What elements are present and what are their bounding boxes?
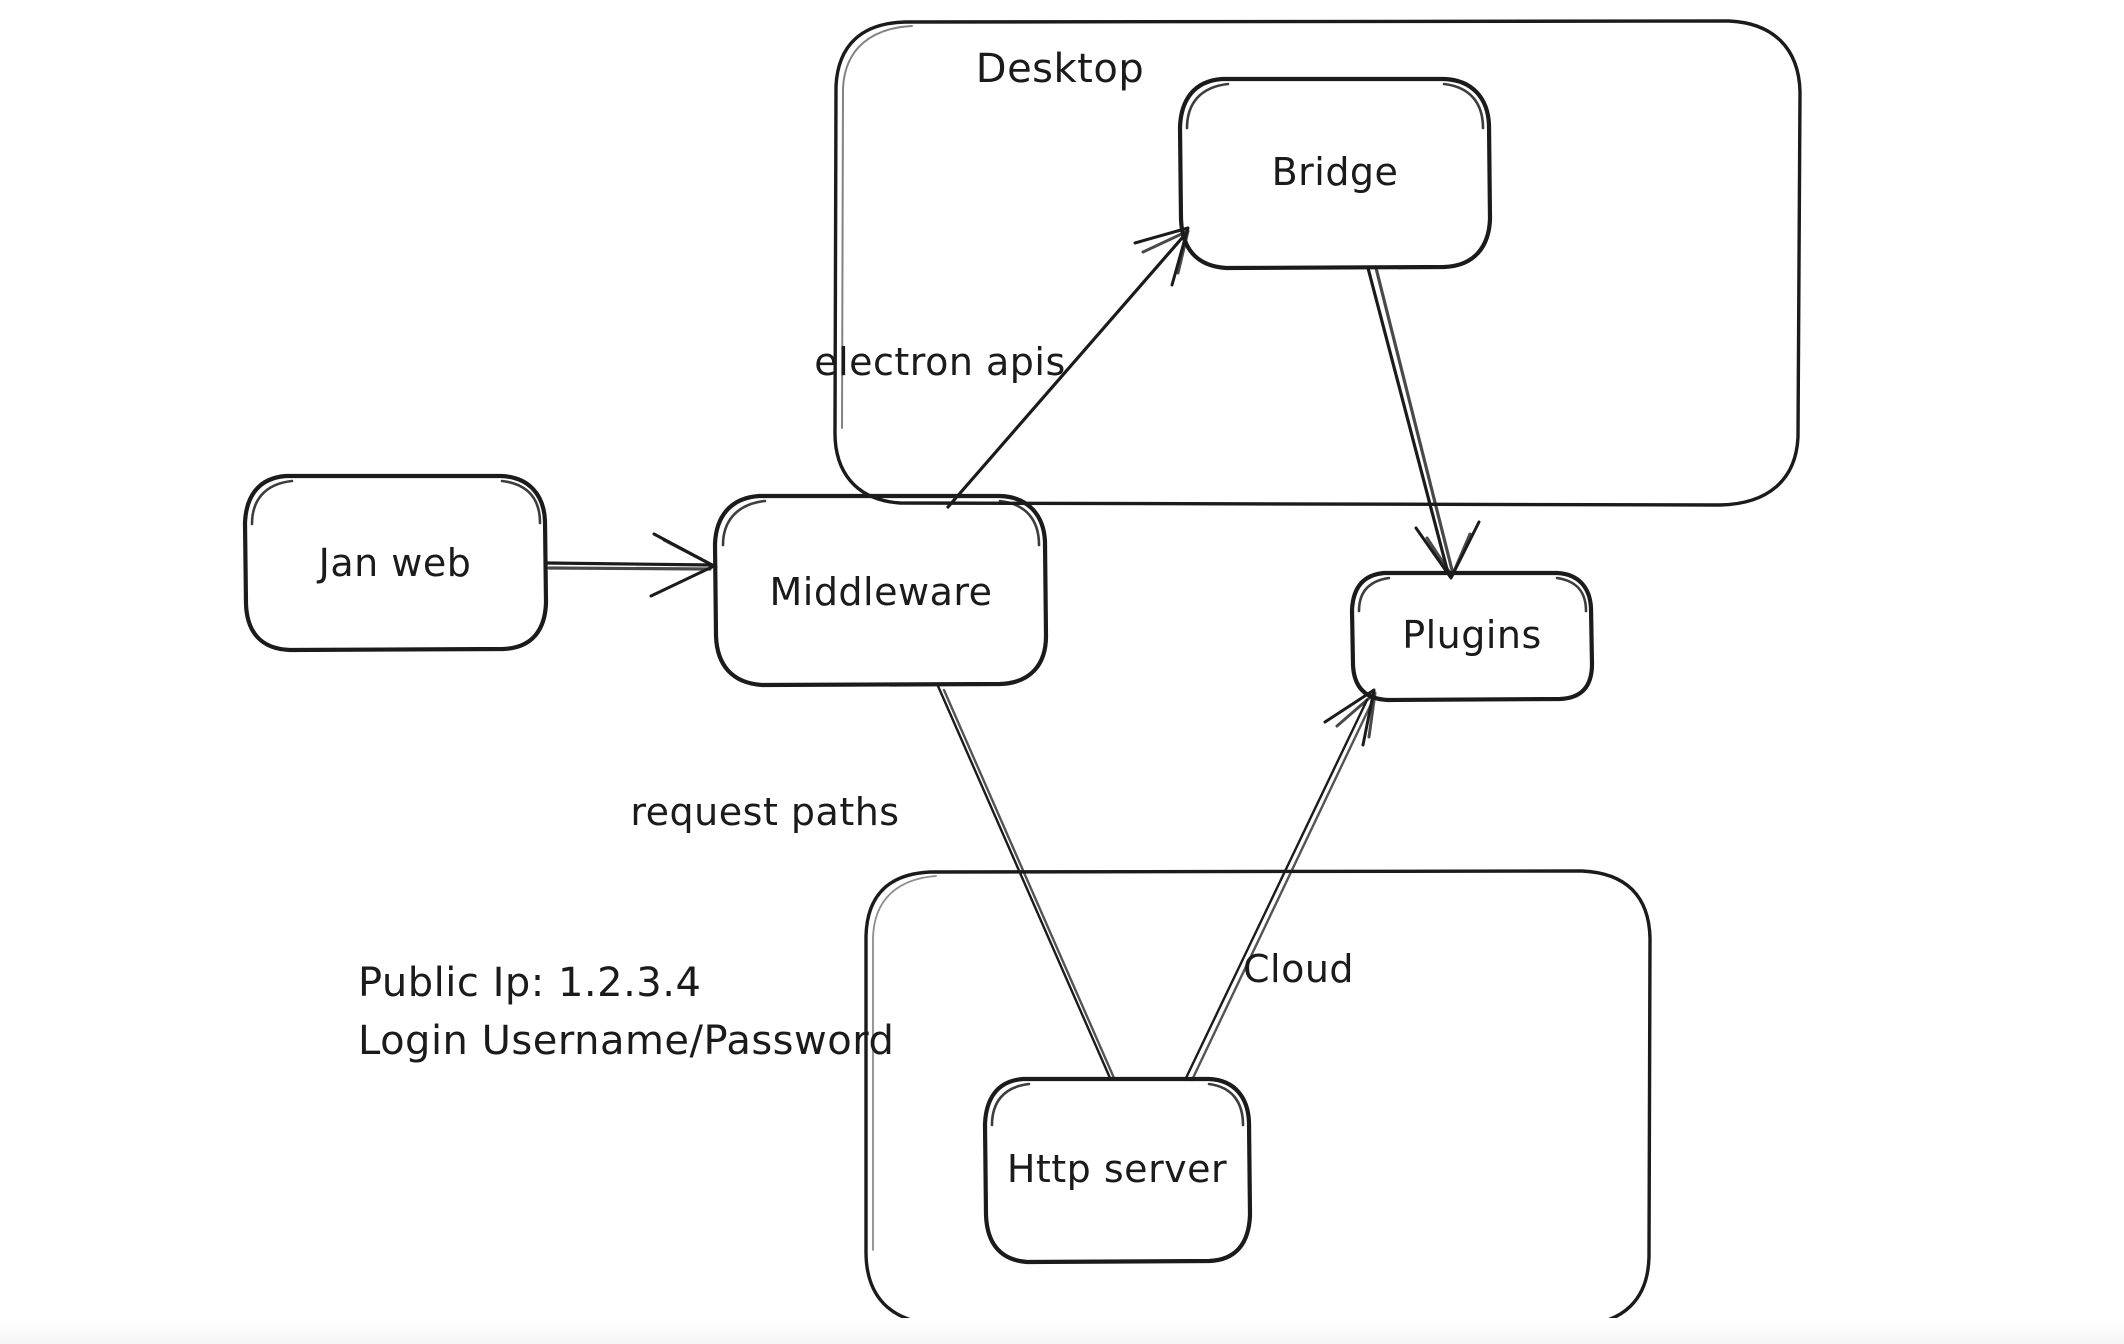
desktop-container-outline-echo [841,25,913,429]
node-plugins[interactable]: Plugins [1349,570,1595,703]
edge-bridge-to-plugins[interactable] [1366,266,1481,580]
middleware-httpserver-line [936,684,1112,1080]
httpserver-plugins-arrowhead-echo [1335,691,1377,739]
jan-web-label: Jan web [317,541,472,585]
janweb-middleware-line [545,561,714,567]
middleware-label: Middleware [769,570,992,614]
edge-janweb-to-middleware[interactable] [545,532,718,598]
middleware-box-echo [721,499,1041,547]
node-middleware[interactable]: Middleware [712,493,1049,688]
cloud-container-outline-echo [872,875,937,1251]
note-line-login: Login Username/Password [358,1018,894,1064]
middleware-httpserver-line-echo [942,688,1116,1080]
jan-web-box-echo [250,479,542,526]
edge-middleware-to-bridge[interactable]: electron apis [814,226,1190,509]
node-http-server[interactable]: Http server [982,1076,1253,1265]
bridge-box-echo [1185,82,1485,130]
middleware-box [712,493,1049,688]
bridge-label: Bridge [1272,150,1399,194]
jan-web-box [242,473,549,653]
bridge-plugins-line-echo [1374,266,1454,572]
edge-httpserver-to-plugins[interactable]: Cloud [1184,688,1377,1082]
note-line-public-ip: Public Ip: 1.2.3.4 [358,960,701,1006]
container-desktop[interactable]: Desktop [833,19,1802,507]
http-server-label: Http server [1007,1147,1227,1191]
janweb-middleware-arrowhead-echo [662,538,718,569]
janweb-middleware-line-echo [547,566,712,571]
note-public-ip: Public Ip: 1.2.3.4 Login Username/Passwo… [358,960,894,1064]
edge-label-electron-apis: electron apis [814,340,1066,384]
httpserver-plugins-arrowhead [1323,688,1376,747]
middleware-bridge-line [946,236,1184,509]
desktop-container-label: Desktop [976,46,1144,92]
httpserver-plugins-line-echo [1190,700,1374,1082]
desktop-container-outline [833,19,1802,507]
http-server-box [982,1076,1253,1265]
node-jan-web[interactable]: Jan web [242,473,549,653]
edge-label-cloud: Cloud [1243,947,1354,991]
bridge-plugins-line [1366,266,1450,575]
httpserver-plugins-line [1184,698,1369,1080]
plugins-box-echo [1357,576,1588,613]
edge-middleware-to-httpserver[interactable]: request paths [630,684,1116,1080]
bridge-plugins-arrowhead-echo [1425,532,1472,578]
http-server-box-echo [990,1082,1245,1127]
middleware-bridge-arrowhead-echo [1141,229,1190,275]
node-bridge[interactable]: Bridge [1177,76,1493,271]
middleware-bridge-arrowhead [1133,226,1190,287]
bridge-plugins-arrowhead [1414,520,1481,580]
bridge-box [1177,76,1493,271]
plugins-box [1349,570,1595,703]
edge-label-request-paths: request paths [630,790,899,834]
plugins-label: Plugins [1402,613,1542,657]
